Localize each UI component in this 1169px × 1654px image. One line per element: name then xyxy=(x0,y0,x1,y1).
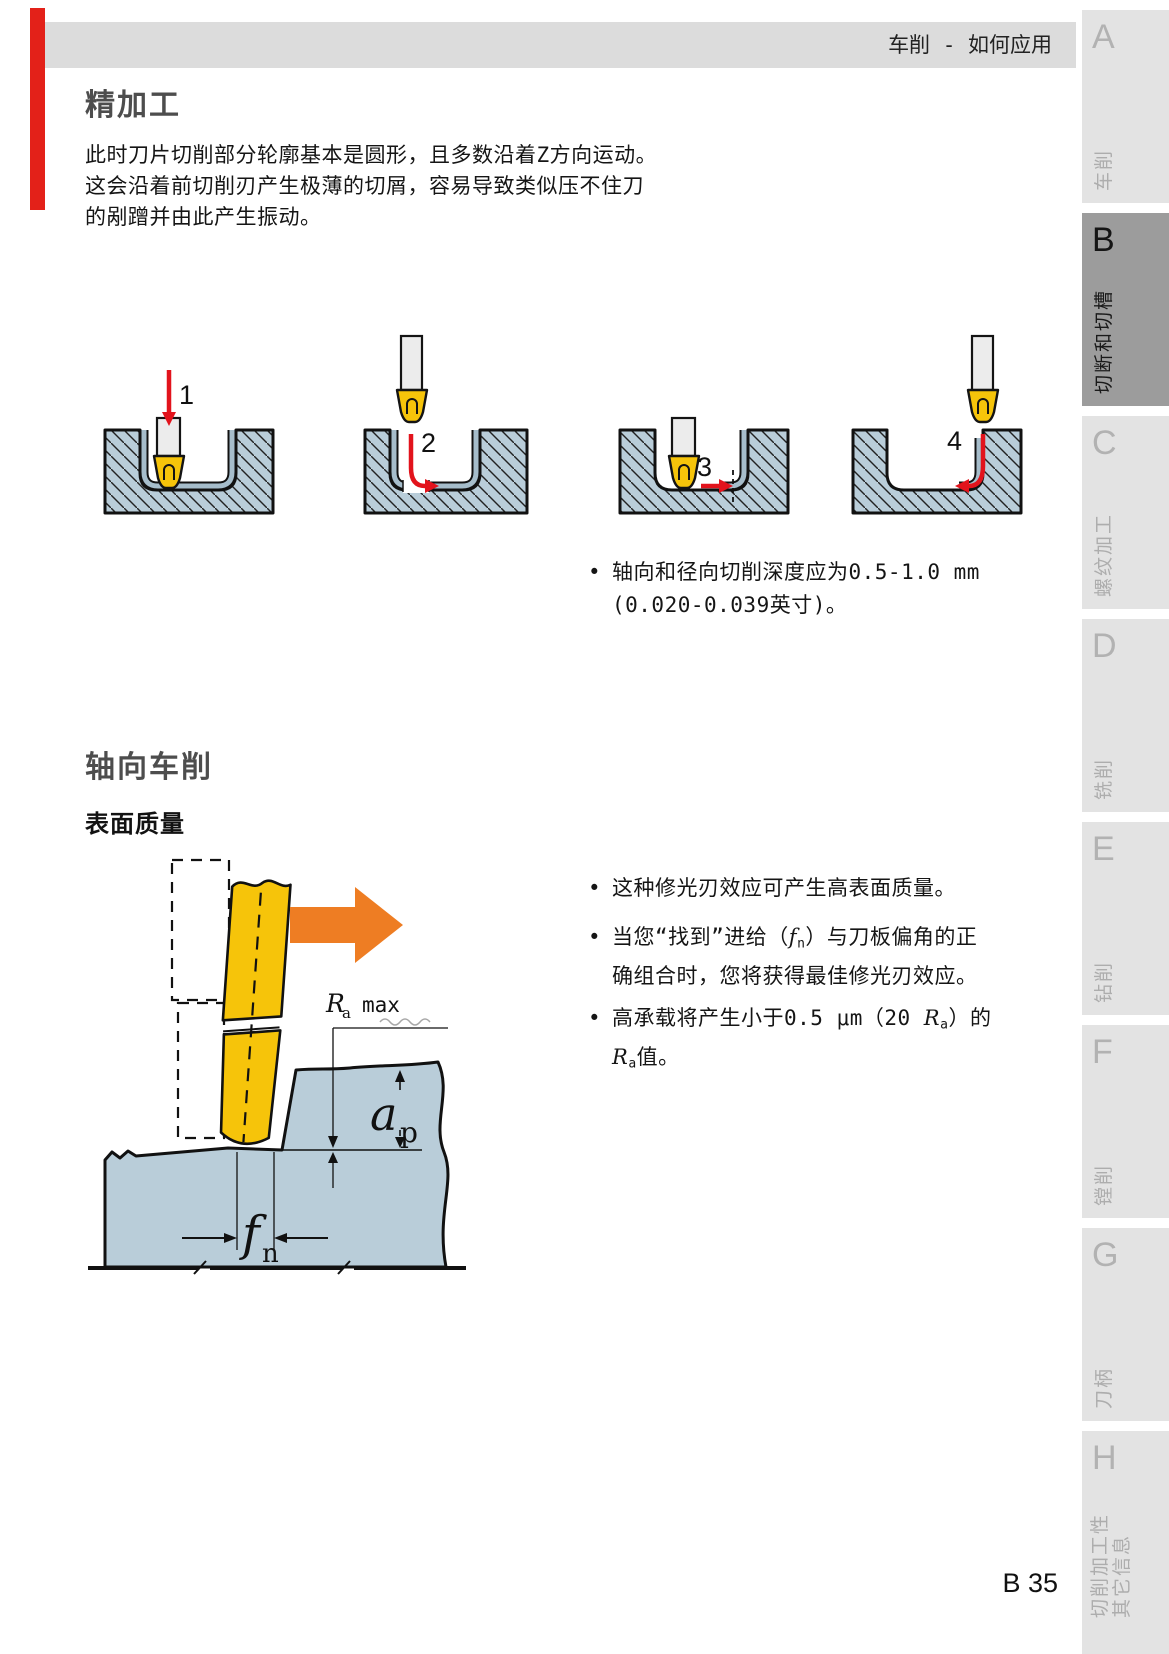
axial-bullet-1-text: 这种修光刃效应可产生高表面质量。 xyxy=(612,876,956,900)
axial-bullet-3-line2: Ra值。 xyxy=(612,1045,680,1072)
bullet-marker: • xyxy=(588,925,602,949)
tab-label: 镗削 xyxy=(1094,1163,1115,1206)
feed-direction-arrow xyxy=(290,887,403,963)
axial-bullet-3-line1: 高承载将产生小于0.5 μm（20 Ra）的 xyxy=(612,1006,992,1033)
step2-diagram: 2 xyxy=(363,334,529,515)
bullet-marker: • xyxy=(588,876,602,900)
fn-subscript: n xyxy=(262,1239,279,1269)
sidebar-tab-machinability-info[interactable]: H 切削加工性 其它信息 xyxy=(1082,1431,1169,1654)
section-title-finishing: 精加工 xyxy=(85,89,181,122)
axial-bullet-2: • 当您“找到”进给（fn）与刀板偏角的正 确组合时，您将获得最佳修光刃效应。 xyxy=(588,921,1058,993)
step-number-label: 1 xyxy=(179,380,194,410)
step3-diagram: 3 xyxy=(618,416,790,515)
step-number-label: 4 xyxy=(947,426,962,456)
header-bar: 车削 - 如何应用 xyxy=(45,22,1076,68)
tab-letter: F xyxy=(1092,1033,1113,1071)
bullet-marker: • xyxy=(588,1006,602,1030)
section-title-axial: 轴向车削 xyxy=(85,751,213,784)
step1-diagram: 1 xyxy=(103,370,275,515)
wiper-insert xyxy=(219,879,292,1146)
axial-bullet-3: • 高承载将产生小于0.5 μm（20 Ra）的 Ra值。 xyxy=(588,1002,1058,1081)
tab-label-line2: 其它信息 xyxy=(1112,1533,1133,1618)
tab-label: 钻削 xyxy=(1094,960,1115,1003)
depth-note: • 轴向和径向切削深度应为0.5-1.0 mm (0.020-0.039英寸)。 xyxy=(588,556,1058,622)
axial-bullet-2-line2: 确组合时，您将获得最佳修光刃效应。 xyxy=(612,964,978,989)
sidebar-tab-milling[interactable]: D 铣削 xyxy=(1082,619,1169,812)
axial-bullet-1: • 这种修光刃效应可产生高表面质量。 xyxy=(588,872,1058,905)
tab-label: 切削加工性 xyxy=(1090,1512,1111,1618)
sidebar-tab-threading[interactable]: C 螺纹加工 xyxy=(1082,416,1169,609)
step-number-label: 2 xyxy=(421,428,436,458)
red-accent-bar xyxy=(30,8,45,210)
ap-subscript: p xyxy=(400,1116,418,1149)
sidebar-tab-drilling[interactable]: E 钻削 xyxy=(1082,822,1169,1015)
tab-letter: E xyxy=(1092,830,1115,868)
tab-label: 车削 xyxy=(1094,148,1115,191)
header-title: 车削 - 如何应用 xyxy=(888,33,1052,57)
bullet-marker: • xyxy=(588,560,602,584)
subsection-title-surface: 表面质量 xyxy=(85,811,185,838)
sidebar-tab-parting-grooving[interactable]: B 切断和切槽 xyxy=(1082,213,1169,406)
ra-subscript: a xyxy=(342,1004,351,1022)
tab-label: 螺纹加工 xyxy=(1094,512,1115,597)
finishing-paragraph: 此时刀片切削部分轮廓基本是圆形，且多数沿着Z方向运动。 这会沿着前切削刃产生极薄… xyxy=(85,143,658,229)
grooving-steps-illustration: 1 2 3 xyxy=(103,334,1023,515)
workpiece xyxy=(103,1060,450,1269)
tab-label: 切断和切槽 xyxy=(1094,288,1115,394)
ra-max-label: max xyxy=(362,993,400,1017)
tab-letter: C xyxy=(1092,424,1117,462)
sidebar-tab-boring[interactable]: F 镗削 xyxy=(1082,1025,1169,1218)
depth-note-line1: 轴向和径向切削深度应为0.5-1.0 mm xyxy=(612,560,980,584)
tab-letter: H xyxy=(1092,1439,1117,1477)
step4-diagram: 4 xyxy=(851,334,1023,515)
tab-letter: G xyxy=(1092,1236,1119,1274)
ap-symbol: a xyxy=(370,1087,397,1141)
ra-symbol: R xyxy=(325,989,345,1018)
sidebar-tab-toolholding[interactable]: G 刀柄 xyxy=(1082,1228,1169,1421)
tab-label: 刀柄 xyxy=(1094,1366,1115,1409)
depth-note-line2: (0.020-0.039英寸)。 xyxy=(612,593,848,617)
tab-letter: D xyxy=(1092,627,1117,665)
surface-quality-illustration: R a max a p f n xyxy=(88,858,466,1275)
tab-label: 铣削 xyxy=(1094,757,1115,800)
step-number-label: 3 xyxy=(697,452,712,482)
tab-letter: A xyxy=(1092,18,1115,56)
tab-letter: B xyxy=(1092,221,1115,259)
axial-bullet-2-line1: 当您“找到”进给（fn）与刀板偏角的正 xyxy=(612,925,978,952)
page-number: B 35 xyxy=(1002,1568,1058,1598)
sidebar-tab-turning[interactable]: A 车削 xyxy=(1082,10,1169,203)
